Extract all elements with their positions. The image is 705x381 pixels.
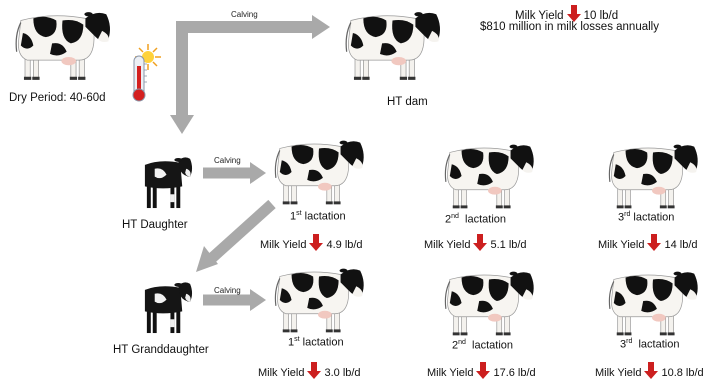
granddaughter-lactation-2-label: 2nd lactation: [452, 339, 513, 352]
granddaughter-lactation-1-cow: [270, 264, 368, 336]
calving-label-daughter: Calving: [214, 156, 241, 165]
ht-granddaughter-label: HT Granddaughter: [113, 344, 209, 356]
down-arrow-icon: [567, 5, 581, 22]
granddaughter-lactation-3-cow: [604, 267, 702, 339]
daughter-lactation-3-label: 3rd lactation: [618, 211, 674, 224]
ht-dam-image: [340, 8, 445, 83]
granddaughter-lactation-3-label: 3rd lactation: [620, 338, 679, 351]
ht-daughter-label: HT Daughter: [122, 219, 188, 231]
arrow-daughter-calving-head: [250, 162, 266, 184]
arrow-granddaughter-calving-head: [250, 289, 266, 311]
daughter-lactation-2-cow: [440, 140, 538, 212]
daughter-lactation-1-label: 1st lactation: [290, 210, 346, 223]
calving-label-top: Calving: [231, 10, 258, 19]
daughter-lactation-3-cow: [604, 140, 702, 212]
arrow-to-daughter-head: [170, 115, 194, 134]
down-arrow-icon: [307, 362, 321, 379]
milk-losses-text: $810 million in milk losses annually: [480, 21, 659, 33]
ht-granddaughter-calf-image: [140, 280, 195, 335]
down-arrow-icon: [309, 234, 323, 251]
dry-period-label: Dry Period: 40-60d: [9, 92, 106, 104]
granddaughter-lactation-1-label: 1st lactation: [288, 336, 344, 349]
daughter-lactation-1-cow: [270, 136, 368, 208]
ht-dam-label: HT dam: [387, 96, 428, 108]
down-arrow-icon: [647, 234, 661, 251]
down-arrow-icon: [476, 362, 490, 379]
daughter-lactation-2-label: 2nd lactation: [445, 213, 506, 226]
calving-label-granddaughter: Calving: [214, 286, 241, 295]
ht-daughter-calf-image: [140, 155, 195, 210]
thermometer-sun-icon: [124, 42, 164, 104]
down-arrow-icon: [644, 362, 658, 379]
down-arrow-icon: [473, 234, 487, 251]
granddaughter-lactation-2-cow: [440, 267, 538, 339]
dry-cow-image: [10, 8, 115, 83]
arrow-to-dam-head: [312, 15, 330, 39]
